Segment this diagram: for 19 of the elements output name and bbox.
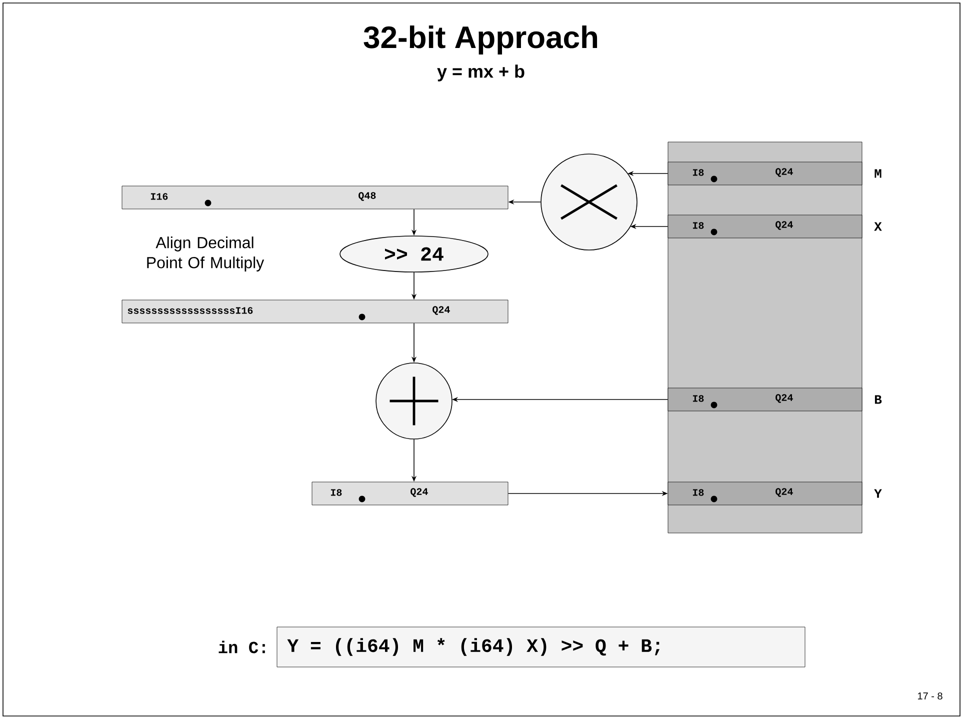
node-label: in C: <box>218 640 265 654</box>
register-box: I16 Q48 <box>122 186 508 210</box>
note-text: Align Decimal Point Of Multiply <box>147 236 264 272</box>
register-box: I8 Q24 B <box>668 388 882 412</box>
register-box: I8 Q24 M <box>668 162 882 186</box>
node-label: M <box>874 169 882 178</box>
register-box: I8 Q24 X <box>668 214 882 238</box>
node-label: B <box>874 395 882 404</box>
node-label: Y <box>874 489 882 498</box>
register-box: ssssssssssssssssssI16 Q24 <box>122 300 508 324</box>
code-box: in C: Y = ((i64) M * (i64) X) >> Q + B; <box>218 626 806 668</box>
title: 32-bit Approach <box>364 26 598 54</box>
register-box: I8 Q24 Y <box>668 482 882 506</box>
multiplier-circle <box>540 154 638 250</box>
node-label: X <box>874 222 882 231</box>
register-box: I8 Q24 <box>312 482 508 506</box>
adder-circle <box>376 362 452 440</box>
page-number: 17 - 8 <box>918 692 942 700</box>
equation: y = mx + b <box>437 64 524 82</box>
